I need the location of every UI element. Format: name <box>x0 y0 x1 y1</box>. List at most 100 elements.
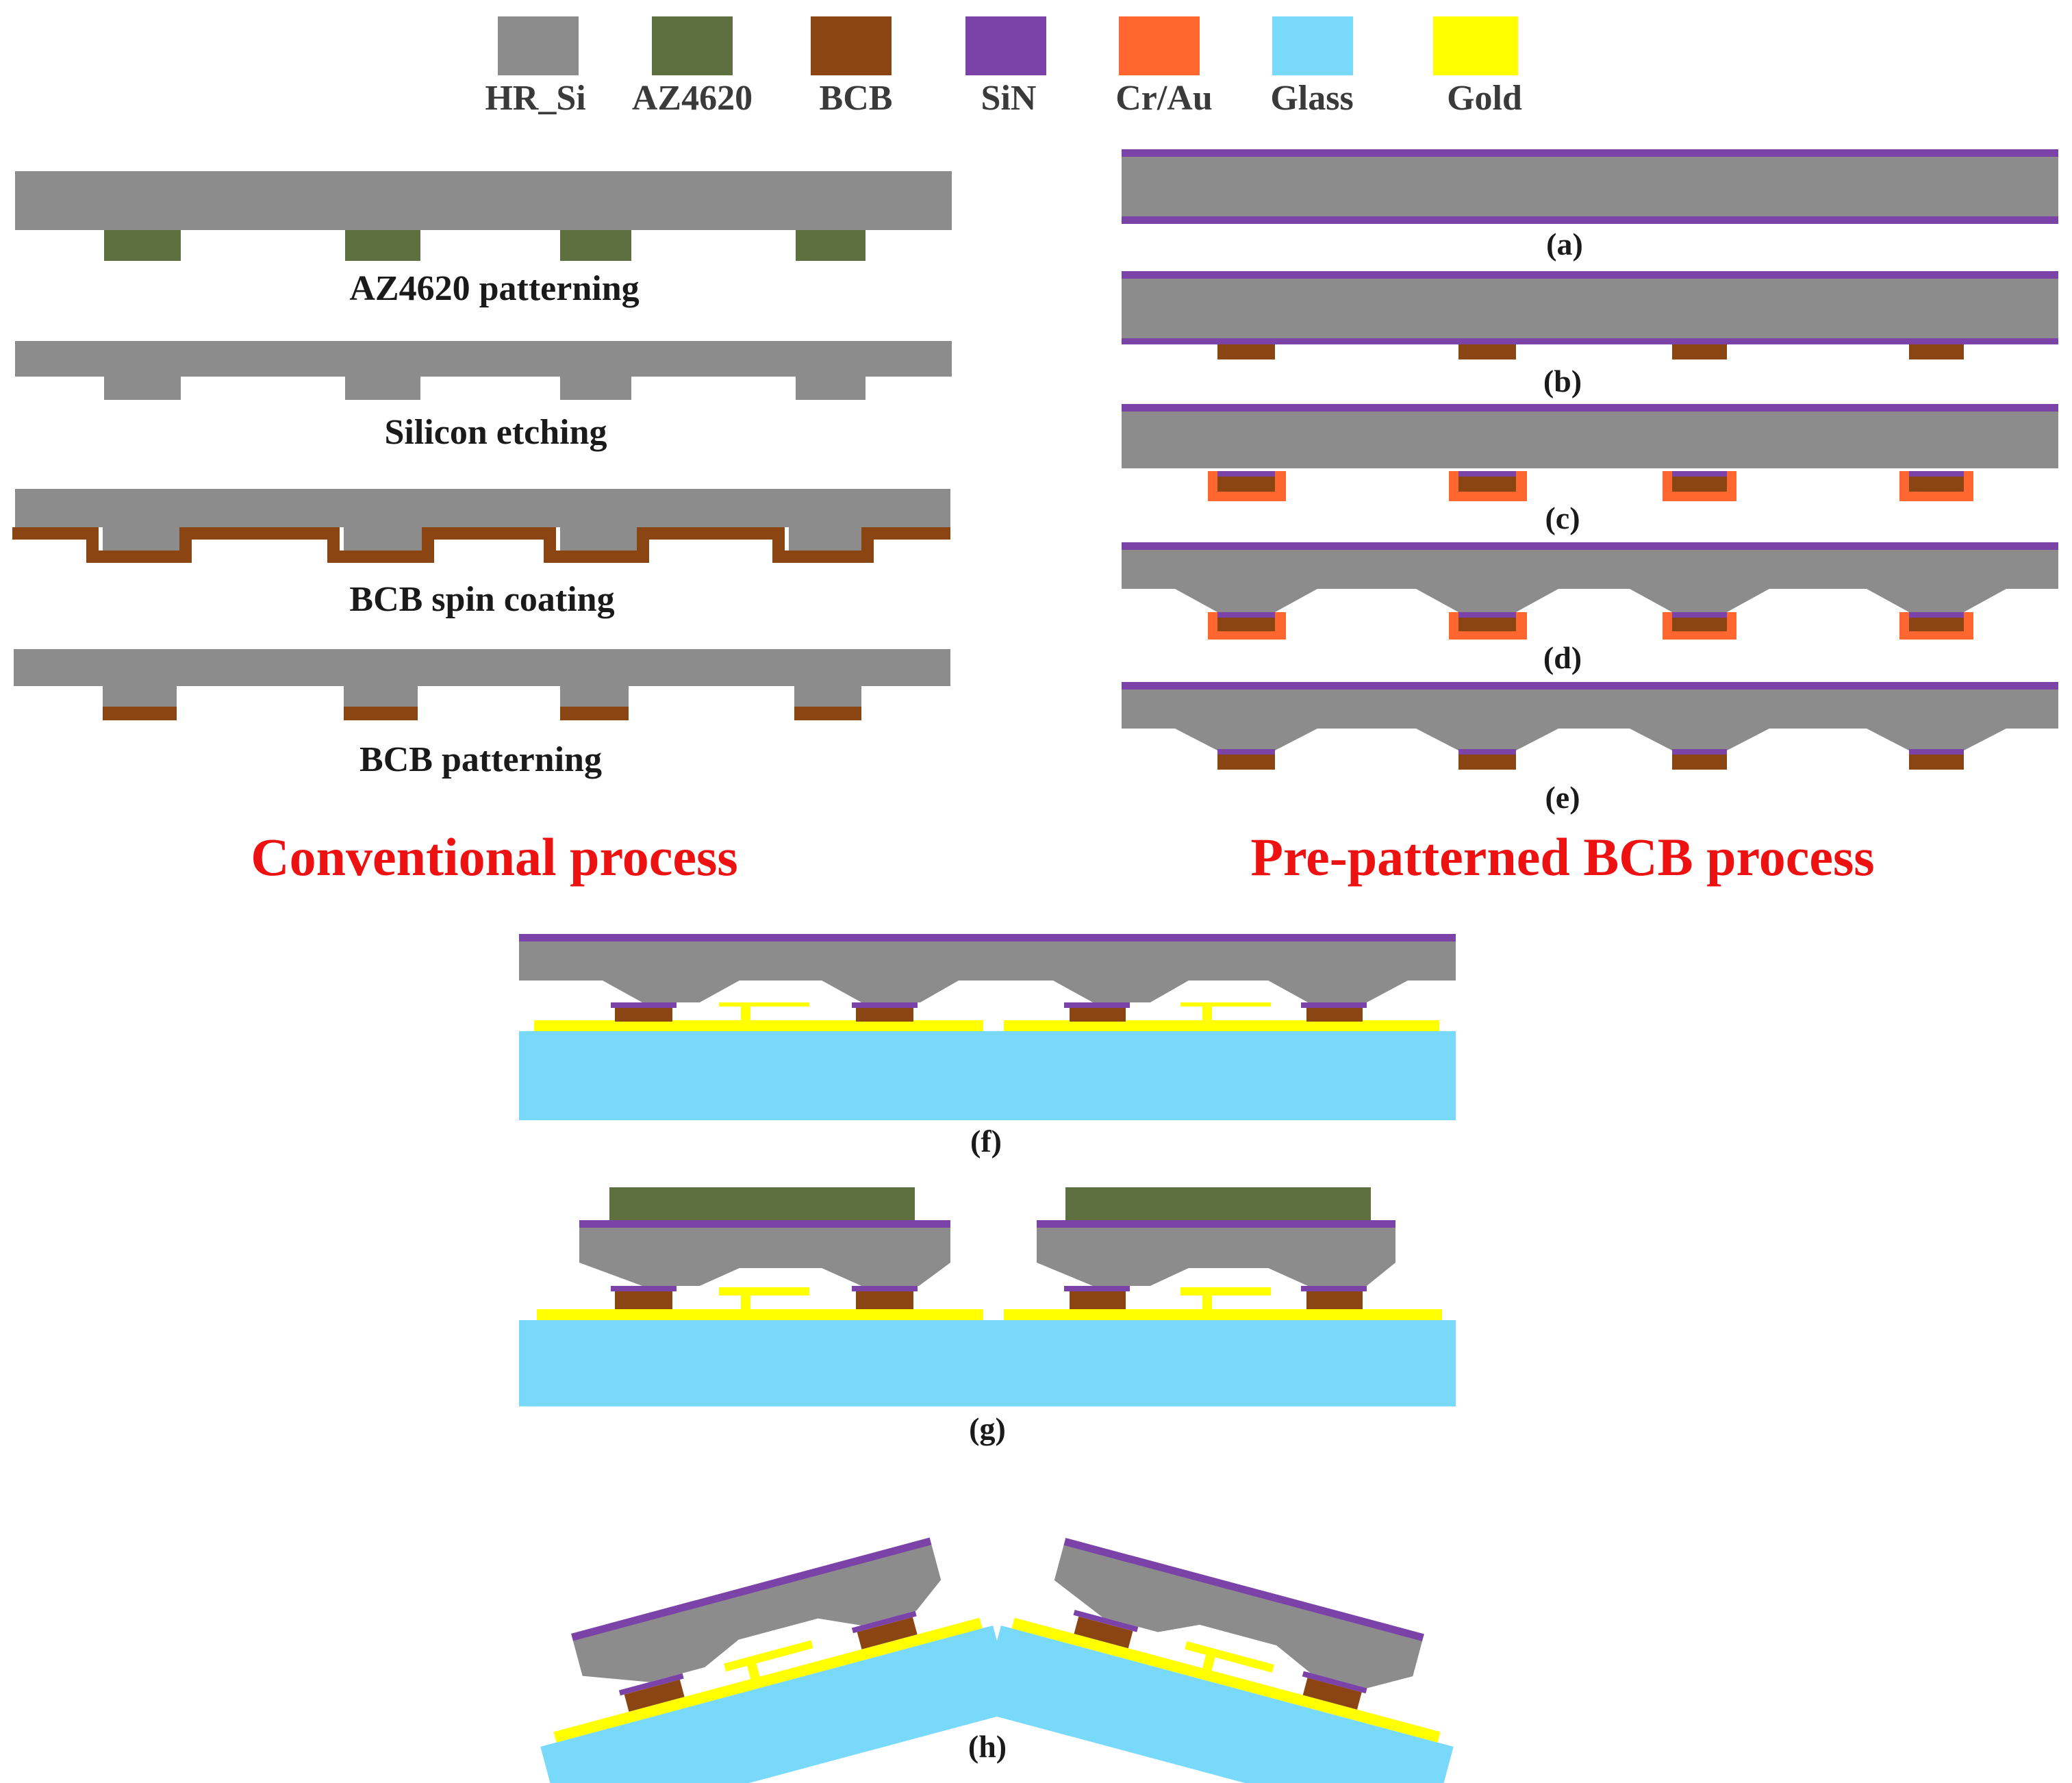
gold-bridge-top <box>724 1640 813 1672</box>
az4620-pad <box>104 230 181 261</box>
panel-label-f: (f) <box>970 1124 1002 1159</box>
sin-strip <box>1672 749 1727 755</box>
bcb-pad <box>1458 477 1516 492</box>
prepatterned-step-d: (d) <box>1122 542 2058 675</box>
cr-au-mask <box>1449 471 1527 501</box>
cr-au-mask <box>1449 612 1527 640</box>
legend-label-hr-si: HR_Si <box>485 79 585 118</box>
legend-swatch-sin <box>965 16 1046 75</box>
silicon-wafer <box>1122 278 2058 341</box>
sin-layer-top <box>1063 1538 1424 1641</box>
bcb-bond-pad <box>857 1617 918 1649</box>
sin-strip <box>1909 471 1964 477</box>
sin-layer-top <box>1122 542 2058 550</box>
bottom-step-f: (f) <box>519 934 1456 1159</box>
glass-substrate <box>540 1626 1016 1783</box>
sin-strip <box>1302 1671 1367 1694</box>
silicon-wafer <box>1122 156 2058 218</box>
sin-strip <box>1301 1286 1367 1291</box>
panel-label-a: (a) <box>1546 227 1583 262</box>
legend-label-bcb: BCB <box>820 79 893 118</box>
sin-layer-top <box>519 934 1456 941</box>
panel-label-h: (h) <box>968 1729 1007 1764</box>
bcb-bond-pad <box>1070 1008 1126 1022</box>
etched-silicon-tapered <box>1122 549 2058 612</box>
gold-bridge-top <box>1180 1287 1271 1295</box>
bcb-pad <box>1458 344 1516 359</box>
bcb-pad <box>794 707 861 720</box>
bcb-bond-pad <box>1306 1008 1363 1022</box>
az4620-block <box>1065 1187 1371 1220</box>
cavity <box>1150 981 1308 1002</box>
bent-assembly-right <box>978 1538 1454 1783</box>
sin-strip <box>1217 749 1275 755</box>
panel-label-e: (e) <box>1545 780 1580 815</box>
etched-silicon <box>14 649 950 709</box>
cr-au-mask <box>1899 471 1973 501</box>
conventional-process-title: Conventional process <box>251 827 737 887</box>
bcb-bond-pad <box>1302 1678 1362 1710</box>
gold-bridge-top <box>719 1287 809 1295</box>
cr-au-mask <box>1663 471 1736 501</box>
legend-swatch-bcb <box>811 16 892 75</box>
az4620-pad <box>345 230 420 261</box>
silicon-wafer <box>1122 411 2058 468</box>
sin-strip <box>611 1002 677 1008</box>
sin-layer-bottom <box>1122 338 2058 344</box>
conv-step-label: AZ4620 patterning <box>349 269 639 308</box>
prepatterned-process-title: Pre-patterned BCB process <box>1250 827 1874 887</box>
sin-strip <box>1458 749 1516 755</box>
legend-swatch-az4620 <box>652 16 733 75</box>
cr-au-mask <box>1208 612 1286 640</box>
bcb-pad <box>1217 477 1275 492</box>
bcb-bond-pad <box>615 1008 672 1022</box>
bcb-spin-coat-layer <box>12 527 950 563</box>
bcb-pad <box>103 707 177 720</box>
bcb-pad <box>1672 477 1727 492</box>
bcb-bond-pad <box>1306 1291 1363 1309</box>
prepatterned-step-b: (b) <box>1122 271 2058 399</box>
bcb-pad <box>1672 755 1727 770</box>
legend-label-gold: Gold <box>1447 79 1522 118</box>
sin-strip <box>1301 1002 1367 1008</box>
sin-strip <box>852 1002 918 1008</box>
legend: HR_Si AZ4620 BCB SiN Cr/Au Glass Gold <box>485 16 1522 118</box>
silicon-cap-right <box>1037 1227 1395 1286</box>
bcb-pad <box>344 707 418 720</box>
conv-step-az4620-patterning: AZ4620 patterning <box>15 171 952 308</box>
sin-strip <box>852 1286 918 1291</box>
panel-label-c: (c) <box>1545 501 1580 535</box>
sin-strip <box>1217 612 1275 618</box>
sin-strip <box>1458 612 1516 618</box>
sin-strip <box>618 1673 684 1696</box>
sin-layer-top <box>571 1537 932 1641</box>
bcb-bond-pad <box>615 1291 672 1309</box>
cavity <box>1158 1625 1311 1673</box>
bcb-bond-pad <box>1070 1291 1126 1309</box>
conv-step-bcb-spin-coating: BCB spin coating <box>12 489 950 619</box>
sin-layer-top <box>1122 682 2058 690</box>
bcb-pad <box>1672 618 1727 631</box>
bcb-pad <box>1458 618 1516 631</box>
cavity <box>700 981 861 1002</box>
bcb-pad <box>1458 755 1516 770</box>
glass-substrate <box>519 1031 1456 1120</box>
silicon-wafer <box>15 171 952 230</box>
sin-layer-bottom <box>1122 216 2058 224</box>
silicon-cap-left <box>579 1227 950 1286</box>
legend-label-sin: SiN <box>981 79 1037 118</box>
bcb-bond-pad <box>856 1291 913 1309</box>
bcb-pad <box>1909 477 1964 492</box>
silicon-cap <box>519 941 1456 1002</box>
etched-silicon <box>15 489 950 551</box>
silicon-cap-right <box>1054 1544 1423 1689</box>
bcb-pad <box>1217 755 1275 770</box>
bcb-pad <box>1909 344 1964 359</box>
etched-silicon <box>15 341 952 400</box>
sin-layer-top <box>1122 149 2058 157</box>
conv-step-label: Silicon etching <box>384 413 607 452</box>
gold-cpw-line <box>1004 1309 1442 1320</box>
az4620-pad <box>560 230 631 261</box>
gold-bridge-post <box>1202 1654 1215 1671</box>
